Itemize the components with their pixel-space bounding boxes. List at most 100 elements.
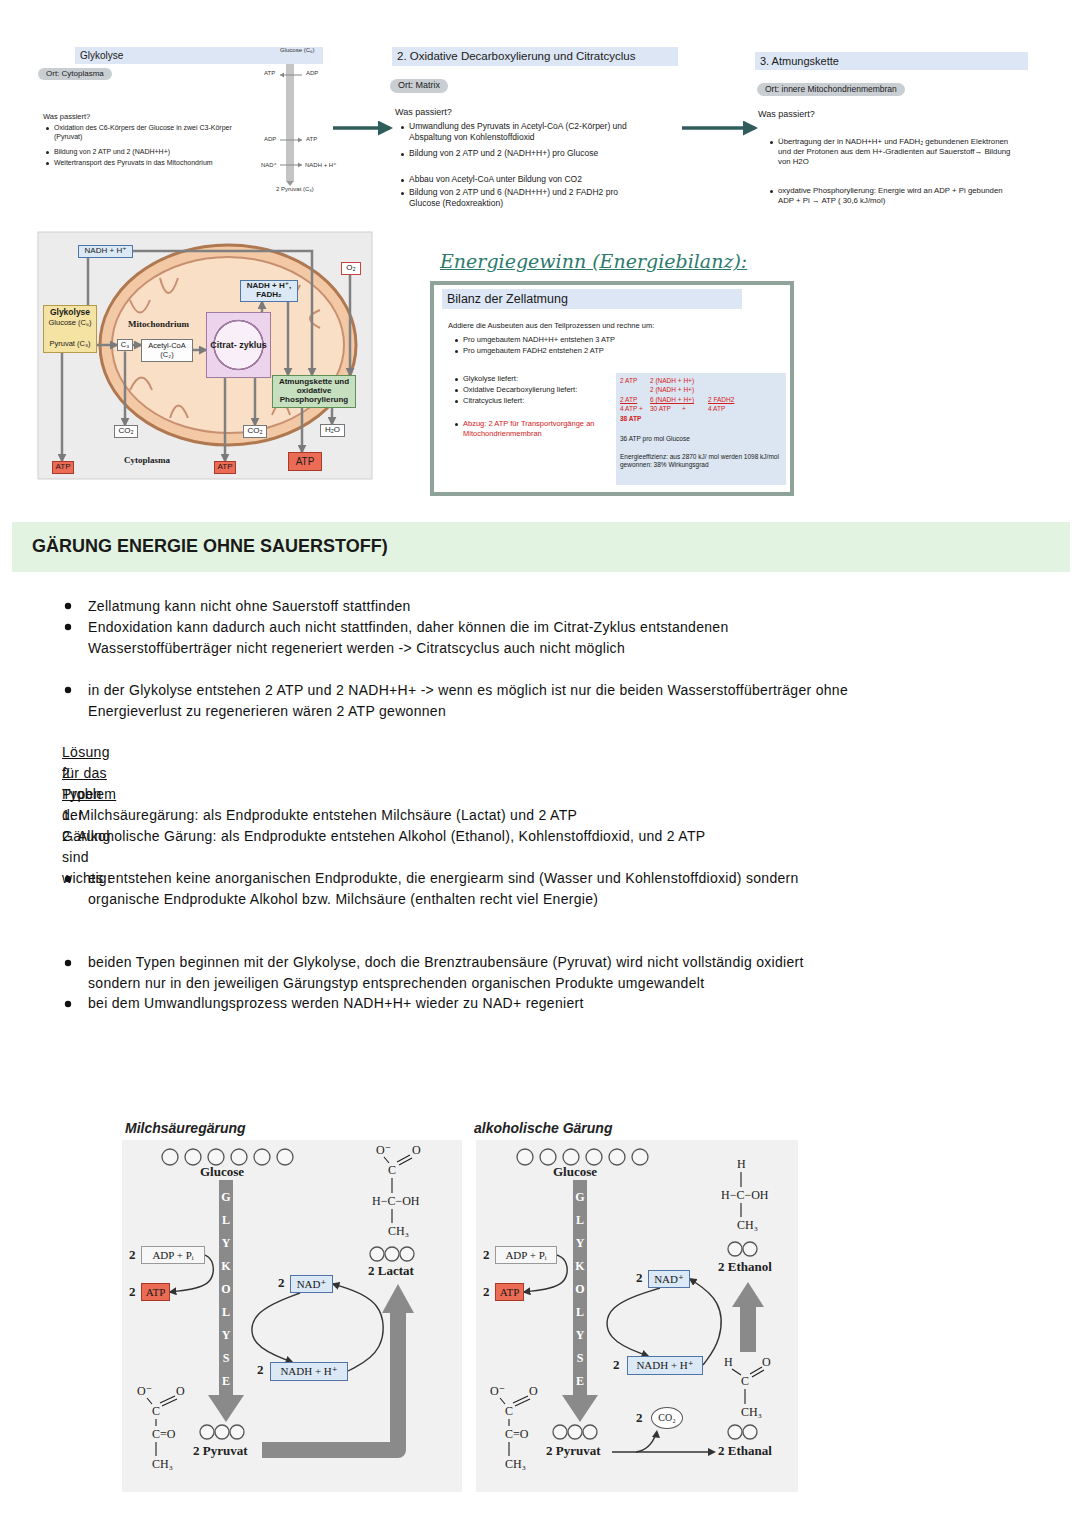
- node-text: Pyruvat (C₃): [44, 340, 96, 348]
- fermentation-panels: [708, 1448, 716, 1456]
- carrier-box: NADH + H⁺, FADH₂: [240, 280, 298, 302]
- node-text: Ort: Matrix: [390, 79, 448, 93]
- figure-label: ADP: [306, 70, 318, 76]
- carbon-atom-circle: [563, 1149, 579, 1165]
- process-panel: 2. Oxidative Decarboxylierung und Citrat…: [390, 45, 682, 217]
- process-panel: 3. AtmungsketteOrt: innere Mitochondrien…: [755, 52, 1033, 217]
- carbon-atom-circle: [583, 1425, 597, 1439]
- atom-symbol: H: [724, 1355, 733, 1369]
- molecule-circle: CO₂: [651, 1407, 683, 1429]
- node-text: Addiere die Ausbeuten aus den Teilprozes…: [448, 321, 654, 331]
- node-text: C₃: [121, 341, 129, 349]
- connector-arrow: [349, 275, 352, 375]
- molecule-box: ADP + Pᵢ: [495, 1246, 557, 1264]
- bullet-dots: [65, 624, 71, 630]
- fermentation-panels: [732, 1282, 764, 1307]
- connector-arrow: [333, 1284, 383, 1371]
- label-text: Glucose: [200, 1164, 244, 1180]
- atp-box: ATP: [214, 461, 236, 474]
- node-text: Bildung von 2 ATP und 2 (NADH+H+) pro Gl…: [400, 148, 650, 159]
- atom-symbol: CH₃: [737, 1218, 758, 1232]
- fermentation-panels: [122, 1140, 798, 1492]
- molecule-box: ADP + Pᵢ: [141, 1246, 205, 1264]
- note-text: in der Glykolyse entstehen 2 ATP und 2 N…: [88, 680, 848, 722]
- fermentation-panels: [652, 1430, 660, 1438]
- atom-symbol: C: [388, 1163, 396, 1177]
- connector-arrow: [252, 1293, 300, 1362]
- carbon-atom-circle: [728, 1242, 742, 1256]
- carbon-atom-circle: [632, 1149, 648, 1165]
- label-text: 2: [483, 1284, 490, 1300]
- atom-symbol: CH₃: [741, 1405, 762, 1419]
- node-text: Was passiert?: [758, 109, 815, 121]
- node-text: ATP: [296, 456, 315, 467]
- label-text: 2 Pyruvat: [193, 1443, 248, 1459]
- fermentation-panels: [382, 1284, 414, 1313]
- node-text: NADH + H⁺: [85, 247, 127, 256]
- chemical-bonds: [384, 1155, 412, 1223]
- connector-arrow: [261, 302, 264, 312]
- carrier-box: NADH + H⁺: [627, 1356, 703, 1375]
- label-text: 2 Ethanal: [718, 1443, 772, 1459]
- note-text: bei dem Umwandlungsprozess werden NADH+H…: [88, 993, 848, 1014]
- note-text: beiden Typen beginnen mit der Glykolyse,…: [88, 952, 848, 994]
- node-text: +: [682, 405, 686, 413]
- figure-label: 2 Pyruvat (C₃): [276, 186, 314, 192]
- bullet-dots: [65, 960, 71, 966]
- carbon-atom-circle: [215, 1425, 229, 1439]
- atom-symbol: CH₃: [388, 1224, 409, 1238]
- label-text: Mitochondrium: [128, 319, 189, 329]
- node-text: Was passiert?: [43, 112, 90, 122]
- node-text: ATP: [146, 1286, 166, 1298]
- mitochondrion-figure: [38, 232, 372, 479]
- connector-arrow: [254, 378, 257, 425]
- note-text: Zellatmung kann nicht ohne Sauerstoff st…: [88, 596, 828, 617]
- node-text: 38 ATP: [620, 415, 641, 423]
- fermentation-panels: [562, 1395, 598, 1422]
- mitochondrion-figure: [38, 232, 372, 479]
- node-text: NADH + H⁺: [280, 1365, 337, 1377]
- node-text: Glucose (C₆): [44, 319, 96, 327]
- fermentation-panels: [219, 1180, 233, 1396]
- connector-arrow: [124, 351, 127, 425]
- label-text: 2: [278, 1275, 285, 1291]
- figure-label: ATP: [264, 70, 275, 76]
- node-text: Oxidation des C6-Körpers der Glucose in …: [45, 123, 237, 141]
- connector-arrow: [61, 353, 64, 461]
- node-text: O₂: [346, 264, 355, 273]
- connector-arrow: [333, 126, 390, 130]
- carrier-box: NAD⁺: [648, 1270, 690, 1288]
- node-text: ATP: [56, 463, 71, 472]
- node-text: 4 ATP: [708, 405, 725, 413]
- atom-symbol: O⁻: [376, 1143, 391, 1157]
- atp-box: ATP: [288, 452, 322, 471]
- figure-label: NADH + H⁺: [305, 161, 336, 168]
- heading-text: Glykolyse: [44, 308, 96, 318]
- connector-arrow: [133, 344, 141, 347]
- carbon-atom-circle: [609, 1149, 625, 1165]
- connector-arrow: [331, 408, 334, 424]
- section-band: GÄRUNG ENERGIE OHNE SAUERSTOFF): [12, 522, 1070, 572]
- node-text: 4 ATP +: [620, 405, 643, 413]
- heading-text: GÄRUNG ENERGIE OHNE SAUERSTOFF): [32, 535, 388, 558]
- note-text: 1. Milchsäuregärung: als Endprodukte ent…: [62, 805, 962, 826]
- molecule-box: H₂O: [320, 424, 345, 437]
- label-text: GLYKOLYSE: [220, 1186, 232, 1393]
- node-text: ATP: [500, 1286, 520, 1298]
- node-text: Energieeffizienz: aus 2870 kJ/ mol werde…: [620, 453, 782, 470]
- node-text: Abbau von Acetyl-CoA unter Bildung von C…: [400, 174, 650, 185]
- connector-arrow: [87, 258, 90, 305]
- connector-arrow: [287, 302, 290, 375]
- carbon-atom-circle: [743, 1242, 757, 1256]
- fermentation-panels: [573, 1180, 587, 1396]
- chemical-bonds: [147, 1396, 177, 1456]
- connector-arrow: [301, 408, 304, 452]
- atp-box: ATP: [52, 461, 74, 474]
- atp-box: ATP: [495, 1283, 524, 1301]
- fermentation-panels: [476, 1140, 798, 1492]
- fermentation-panels: [262, 1312, 398, 1450]
- carbon-atom-circle: [254, 1149, 270, 1165]
- process-box: C₃: [117, 339, 133, 351]
- carbon-atom-circle: [568, 1425, 582, 1439]
- glycolysis-mini-figure: [286, 181, 294, 186]
